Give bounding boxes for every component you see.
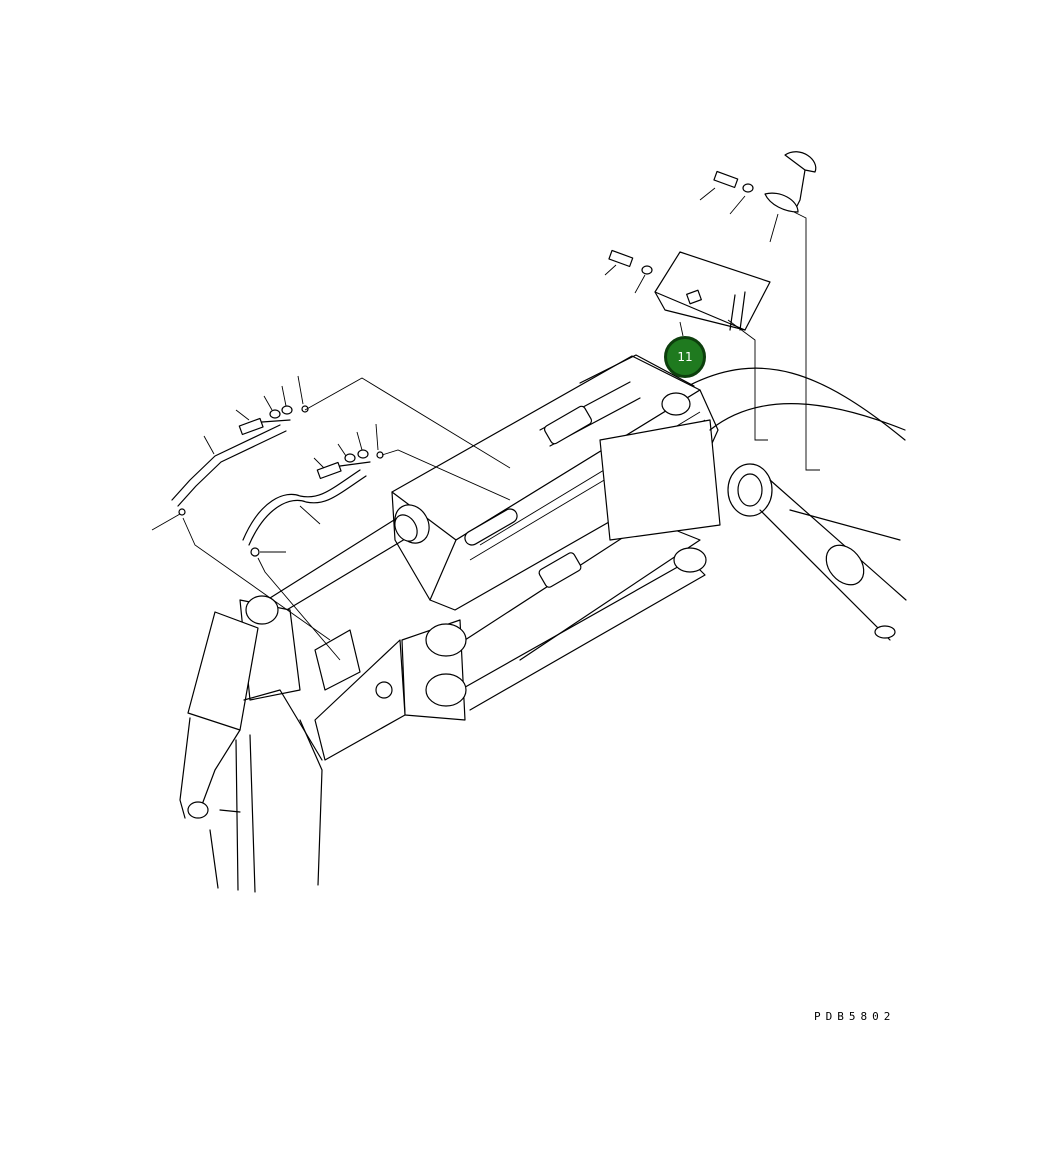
leader-lines	[151, 187, 820, 661]
hydraulic-hoses	[171, 367, 906, 546]
clamp-hardware	[608, 151, 817, 275]
swing-bracket	[314, 619, 467, 761]
boom-cylinder	[269, 381, 641, 615]
pipe-hardware	[178, 405, 384, 557]
swing-pivot	[599, 419, 907, 641]
callout-11[interactable]: 11	[664, 336, 706, 378]
cover-plate	[654, 251, 771, 331]
drawing-code: PDB5802	[814, 1010, 896, 1023]
arm-linkage	[179, 595, 361, 893]
